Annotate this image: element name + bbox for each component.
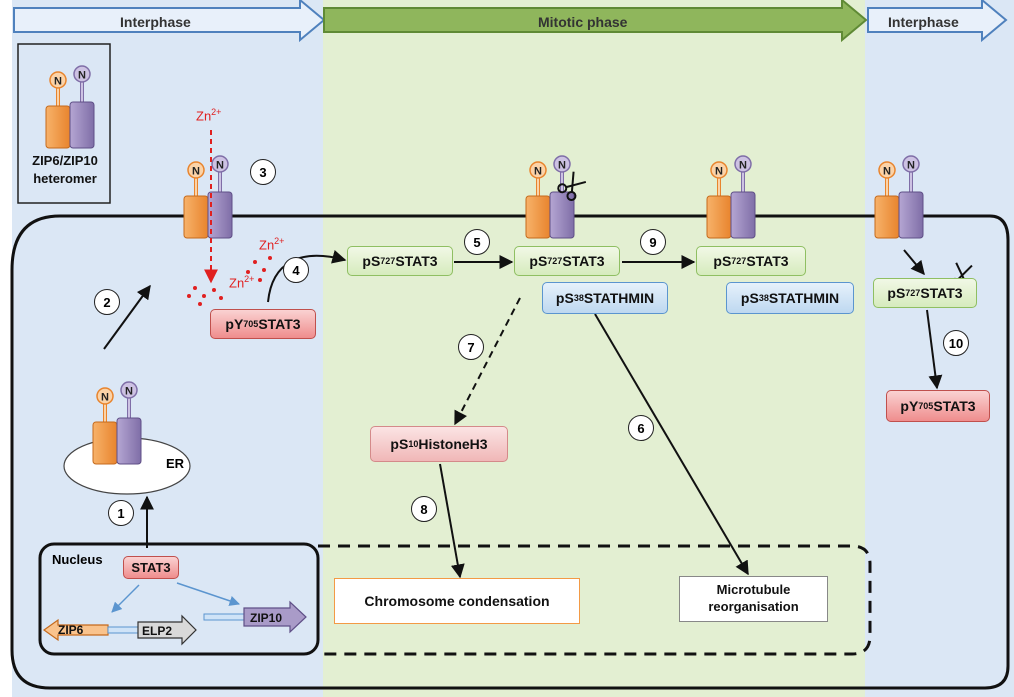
arrow-step-2 (103, 284, 151, 350)
microtubule-line2: reorganisation (708, 599, 799, 614)
microtubule-line1: Microtubule (716, 582, 791, 598)
arrow-to-ps727-right (903, 249, 925, 276)
step-9-badge: 9 (640, 229, 666, 255)
nucleus-dashed-extension (318, 544, 872, 656)
stat3-box: STAT3 (123, 556, 179, 579)
cell-membrane (10, 214, 1010, 690)
phase-title-mitotic: Mitotic phase (538, 14, 628, 30)
legend-line1: ZIP6/ZIP10 (32, 153, 98, 168)
zinc-label: Zn2+ (196, 107, 222, 124)
zinc-label: Zn2+ (229, 274, 255, 291)
gene-linker (107, 626, 139, 634)
step-5-badge: 5 (464, 229, 490, 255)
interphase-arrow-right (867, 0, 1008, 43)
zinc-label: Zn2+ (259, 236, 285, 253)
interphase-arrow-left (13, 0, 326, 43)
microtubule-reorganisation-box: Microtubule reorganisation (679, 576, 828, 622)
interphase-region-right (865, 0, 1014, 697)
step-2-badge: 2 (94, 289, 120, 315)
legend-label: ZIP6/ZIP10 heteromer (22, 153, 108, 186)
zinc-dots (187, 256, 272, 306)
zip10-gene-label: ZIP10 (250, 611, 283, 625)
phase-title-interphase-right: Interphase (888, 14, 959, 30)
arrow-step-8 (439, 463, 465, 579)
elp2-gene-label: ELP2 (142, 624, 173, 638)
step-10-badge: 10 (943, 330, 969, 356)
gene-linker (203, 613, 245, 621)
arrow-step-10 (926, 309, 943, 390)
nucleus-boundary (38, 542, 320, 656)
step-6-badge: 6 (628, 415, 654, 441)
legend-line2: heteromer (33, 171, 97, 186)
arrow-stat3-to-zip6 (111, 584, 140, 613)
zip10-gene-arrow (243, 600, 307, 634)
nucleus-label: Nucleus (52, 552, 103, 567)
step-3-badge: 3 (250, 159, 276, 185)
step-1-badge: 1 (108, 500, 134, 526)
chromosome-condensation-box: Chromosome condensation (334, 578, 580, 624)
phase-title-interphase-left: Interphase (120, 14, 191, 30)
step-7-badge: 7 (458, 334, 484, 360)
step-4-badge: 4 (283, 257, 309, 283)
zip6-gene-label: ZIP6 (58, 623, 84, 637)
arrow-step-6 (594, 313, 749, 576)
step-8-badge: 8 (411, 496, 437, 522)
er-label: ER (166, 456, 185, 471)
mitotic-phase-arrow (323, 0, 868, 43)
arrow-stat3-to-zip10 (176, 582, 240, 606)
elp2-gene-arrow (137, 614, 197, 646)
